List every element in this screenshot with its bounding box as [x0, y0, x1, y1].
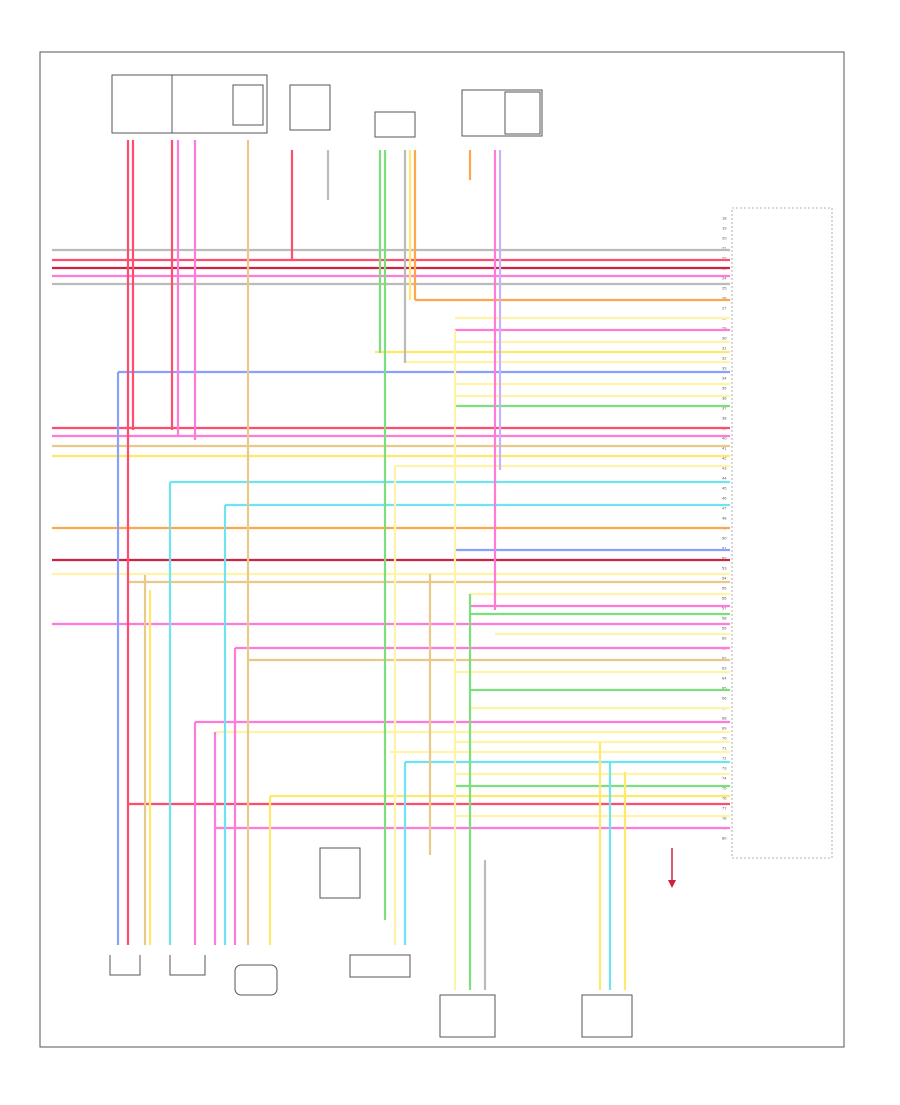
pcm-pin-48: 66 — [722, 696, 727, 701]
pcm-pin-52: 70 — [722, 736, 727, 741]
pcm-pin-12: 30 — [722, 336, 727, 341]
pcm-pin-23: 41 — [722, 446, 727, 451]
fuse-block-top — [111, 74, 543, 138]
pcm-pin-11: 29 — [722, 326, 727, 331]
underhood-fuse — [289, 84, 331, 131]
pcm-pin-6: 24 — [722, 276, 727, 281]
pcm-pin-56: 74 — [722, 776, 727, 781]
clutch-switch — [439, 994, 496, 1038]
pcm-pin-35: 53 — [722, 566, 727, 571]
pcm-pin-29: 47 — [722, 506, 727, 511]
pcm-pin-58: 76 — [722, 796, 727, 801]
pcm-pin-39: 57 — [722, 606, 727, 611]
pcm-pin-60: 78 — [722, 816, 727, 821]
pcm-pin-15: 33 — [722, 366, 727, 371]
ignition-relay — [504, 91, 541, 135]
trans-range-switch — [349, 954, 411, 978]
pcm-pin-37: 55 — [722, 586, 727, 591]
pcm-pin-38: 56 — [722, 596, 727, 601]
pcm-pin-28: 46 — [722, 496, 727, 501]
pcm-pin-55: 73 — [722, 766, 727, 771]
pcm-pin-54: 72 — [722, 756, 727, 761]
pcm-pin-24: 42 — [722, 456, 727, 461]
pcm-pin-4: 22 — [722, 256, 727, 261]
pcm-pin-45: 63 — [722, 666, 727, 671]
pcm-pin-13: 31 — [722, 346, 727, 351]
pcm-pin-44: 62 — [722, 656, 727, 661]
pcm-pin-2: 20 — [722, 236, 727, 241]
pcm-pin-9: 27 — [722, 306, 727, 311]
pcm-pin-50: 68 — [722, 716, 727, 721]
pcm-pin-30: 48 — [722, 516, 727, 521]
pcm-pin-32: 50 — [722, 536, 727, 541]
pcm-pin-8: 26 — [722, 296, 727, 301]
pcm-pin-3: 21 — [722, 246, 727, 251]
pcm-pin-1: 19 — [722, 226, 727, 231]
pcm-pin-47: 65 — [722, 686, 727, 691]
bracket — [319, 847, 361, 899]
pcm-pin-20: 38 — [722, 416, 727, 421]
bottom-components — [109, 847, 633, 1038]
diagram-frame — [39, 51, 845, 1048]
pcm-pin-34: 52 — [722, 556, 727, 561]
pcm-pin-22: 40 — [722, 436, 727, 441]
pcm-pin-0: 18 — [722, 216, 727, 221]
vertical-wires — [116, 140, 627, 990]
pcm-pin-46: 64 — [722, 676, 727, 681]
fuse-small — [232, 84, 264, 126]
pcm-pin-14: 32 — [722, 356, 727, 361]
pcm-pin-51: 69 — [722, 726, 727, 731]
pcm-pin-57: 75 — [722, 786, 727, 791]
vehicle-speed-sensor — [234, 964, 278, 996]
pcm-pin-18: 36 — [722, 396, 727, 401]
pcm-pin-25: 43 — [722, 466, 727, 471]
ac-pressure-sensor — [581, 994, 633, 1038]
pcm-pin-26: 44 — [722, 476, 727, 481]
relay-box — [374, 111, 416, 138]
pcm-pin-7: 25 — [722, 286, 727, 291]
fuse-block-hot — [111, 74, 173, 134]
pcm-pin-62: 80 — [722, 836, 727, 841]
pcm-pin-27: 45 — [722, 486, 727, 491]
brake-pedal-sensor — [109, 955, 206, 976]
pcm-pin-53: 71 — [722, 746, 727, 751]
pcm-pin-42: 60 — [722, 636, 727, 641]
pcm-pin-17: 35 — [722, 386, 727, 391]
pcm-pin-33: 51 — [722, 546, 727, 551]
pcm-pin-16: 34 — [722, 376, 727, 381]
starter-arrow — [668, 848, 676, 888]
pcm-pin-40: 58 — [722, 616, 727, 621]
pcm-outline — [731, 207, 833, 859]
pcm-pin-19: 37 — [722, 406, 727, 411]
pcm-pin-41: 59 — [722, 626, 727, 631]
pcm-pin-59: 77 — [722, 806, 727, 811]
horizontal-wires — [52, 248, 730, 830]
pcm-pin-36: 54 — [722, 576, 727, 581]
